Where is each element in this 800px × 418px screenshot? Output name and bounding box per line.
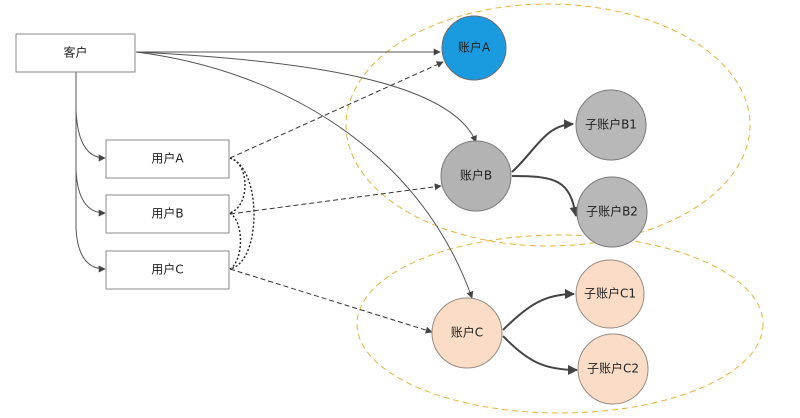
node-sub-b1-label: 子账户B1 <box>585 117 637 132</box>
node-sub-c2[interactable]: 子账户C2 <box>577 333 649 405</box>
relation-user-a-user-b <box>229 157 246 214</box>
group-outline-ab <box>345 3 751 247</box>
node-account-c-label: 账户C <box>451 325 483 340</box>
edge-user-c-account-c <box>229 268 433 334</box>
node-user-c[interactable]: 用户C <box>105 250 230 290</box>
node-user-a-label: 用户A <box>151 151 184 166</box>
edge-customer-user-c <box>75 72 106 273</box>
edge-customer-account-b <box>135 51 477 143</box>
node-sub-c2-label: 子账户C2 <box>587 361 639 376</box>
edge-account-b-sub-b1 <box>511 119 574 173</box>
node-user-b-label: 用户B <box>151 206 183 221</box>
node-sub-b2-label: 子账户B2 <box>586 204 638 219</box>
node-sub-b1[interactable]: 子账户B1 <box>575 89 647 161</box>
edge-customer-user-b <box>75 72 106 217</box>
edge-user-a-account-a <box>229 61 444 159</box>
node-account-c[interactable]: 账户C <box>431 297 503 369</box>
group-outline-c <box>356 234 764 414</box>
node-customer-label: 客户 <box>63 45 87 60</box>
node-sub-b2[interactable]: 子账户B2 <box>576 176 648 248</box>
node-account-b-label: 账户B <box>460 168 492 183</box>
node-user-c-label: 用户C <box>151 262 183 277</box>
node-customer[interactable]: 客户 <box>15 33 136 73</box>
edge-customer-user-a <box>75 72 106 162</box>
edge-account-c-sub-c1 <box>502 289 575 331</box>
node-account-a[interactable]: 账户A <box>441 15 507 81</box>
node-sub-c1-label: 子账户C1 <box>584 286 636 301</box>
node-account-b[interactable]: 账户B <box>440 140 512 212</box>
relation-user-a-user-c <box>229 157 255 270</box>
node-sub-c1[interactable]: 子账户C1 <box>575 259 645 329</box>
edge-user-b-account-b <box>229 183 442 215</box>
relation-user-b-user-c <box>229 212 242 270</box>
edge-customer-account-c <box>135 51 474 299</box>
edge-account-c-sub-c2 <box>502 335 578 375</box>
node-account-a-label: 账户A <box>458 40 491 55</box>
node-user-a[interactable]: 用户A <box>105 139 230 179</box>
edge-account-b-sub-b2 <box>511 175 580 217</box>
node-user-b[interactable]: 用户B <box>105 194 230 234</box>
